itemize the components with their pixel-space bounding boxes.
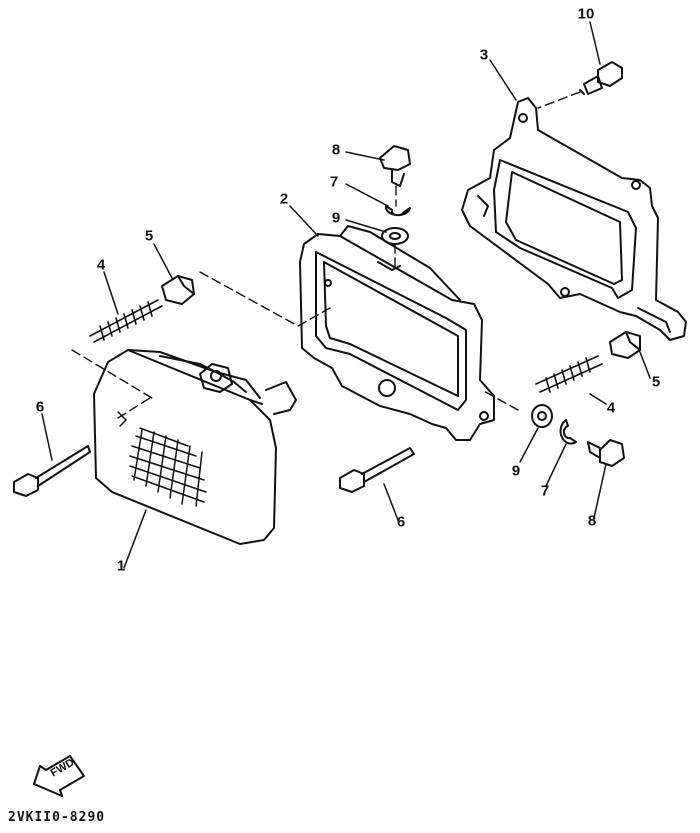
leader-lines [41, 21, 651, 569]
callout-4-left: 4 [96, 256, 106, 274]
drawing-code: 2VKII0-8290 [8, 810, 106, 825]
nut-part-5-right [609, 331, 641, 359]
callout-5-right: 5 [651, 373, 661, 391]
callout-7-bottom: 7 [540, 482, 550, 500]
nut-part-5-left [161, 275, 195, 305]
headlight-part-1 [93, 349, 297, 545]
callout-7-top: 7 [329, 173, 339, 191]
washer-part-9-top [381, 227, 409, 245]
washer-part-9-bottom [531, 404, 553, 428]
fwd-arrow-icon [33, 755, 85, 797]
callout-10: 10 [577, 5, 595, 23]
spring-part-4-left [89, 299, 163, 343]
callout-9-bottom: 9 [511, 462, 521, 480]
callout-6-left: 6 [35, 398, 45, 416]
screw-part-6-right [339, 447, 415, 493]
callout-9-top: 9 [331, 209, 341, 227]
spring-part-4-right [535, 355, 603, 393]
clip-part-7-bottom [559, 419, 577, 445]
bracket-part-3 [461, 97, 687, 341]
callout-8-bottom: 8 [587, 512, 597, 530]
clip-part-7-top [384, 205, 411, 217]
callout-4-right: 4 [606, 399, 616, 417]
screw-part-6-left [13, 445, 91, 497]
housing-part-2 [299, 225, 495, 441]
knob-part-8-top [379, 145, 411, 187]
assembly-dash-lines [71, 91, 581, 419]
callout-8-top: 8 [331, 141, 341, 159]
callout-5-left: 5 [144, 227, 154, 245]
knob-part-8-bottom [587, 439, 625, 467]
callout-1: 1 [116, 557, 126, 575]
callout-6-right: 6 [396, 513, 406, 531]
callout-3: 3 [479, 46, 489, 64]
callout-2: 2 [279, 190, 289, 208]
bolt-part-10 [579, 61, 623, 95]
